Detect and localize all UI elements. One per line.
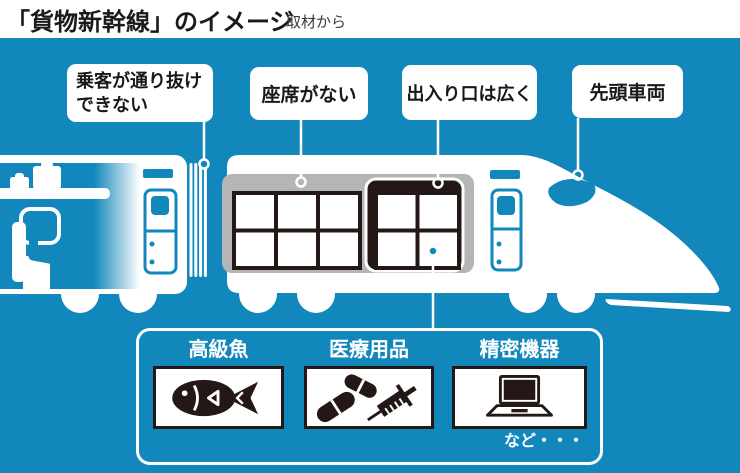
callout-no-passenger-passthrough: 乗客が通り抜け できない	[67, 64, 213, 122]
callout-wide-doorway: 出入り口は広く	[402, 65, 537, 120]
etc-note: など・・・	[503, 433, 584, 450]
leader-dot	[198, 158, 210, 170]
callout-label: 出入り口は広く	[406, 83, 533, 104]
cargo-item-label: 医療用品	[329, 339, 409, 361]
cargo-item-medical: 医療用品	[304, 337, 434, 429]
passenger-car-door	[143, 169, 178, 275]
seat	[12, 222, 50, 292]
container-grid-2x2	[374, 191, 461, 270]
callout-label: 先頭車両	[589, 83, 666, 104]
leader-dot	[427, 245, 439, 257]
gangway	[189, 163, 207, 277]
page-subtitle: 取材から	[286, 14, 347, 31]
nose-skirt	[605, 299, 731, 312]
cargo-item-image	[452, 366, 587, 429]
page-title: 「貨物新幹線」のイメージ	[6, 9, 294, 36]
windshield	[548, 179, 596, 207]
cargo-item-label: 高級魚	[188, 339, 249, 361]
callout-lead-car: 先頭車両	[572, 65, 683, 118]
cargo-item-image	[304, 366, 434, 429]
leader-lines	[198, 118, 584, 328]
container-grid-3x2	[232, 191, 362, 270]
luggage-rack	[0, 161, 110, 199]
title-bar: 「貨物新幹線」のイメージ 取材から	[0, 0, 740, 38]
callout-label: 座席がない	[261, 85, 357, 106]
lead-car-door	[490, 170, 523, 272]
cargo-item-image	[153, 366, 284, 429]
fish-icon	[172, 379, 259, 417]
leader-dot	[295, 176, 307, 188]
callout-label: 乗客が通り抜け できない	[76, 71, 202, 115]
passenger-car	[0, 155, 187, 294]
cargo-item-precision: 精密機器	[452, 337, 587, 429]
freight-and-lead-car	[222, 155, 731, 312]
laptop-icon	[486, 375, 553, 417]
seated-passenger	[27, 213, 68, 286]
cargo-examples-panel: 高級魚 医療用品	[136, 328, 603, 465]
cargo-item-fish: 高級魚	[153, 337, 284, 429]
callout-no-seats: 座席がない	[250, 67, 368, 120]
medical-supplies-icon	[316, 374, 417, 423]
leader-dot	[432, 177, 444, 189]
leader-dot	[572, 169, 584, 181]
cargo-item-label: 精密機器	[479, 339, 560, 361]
